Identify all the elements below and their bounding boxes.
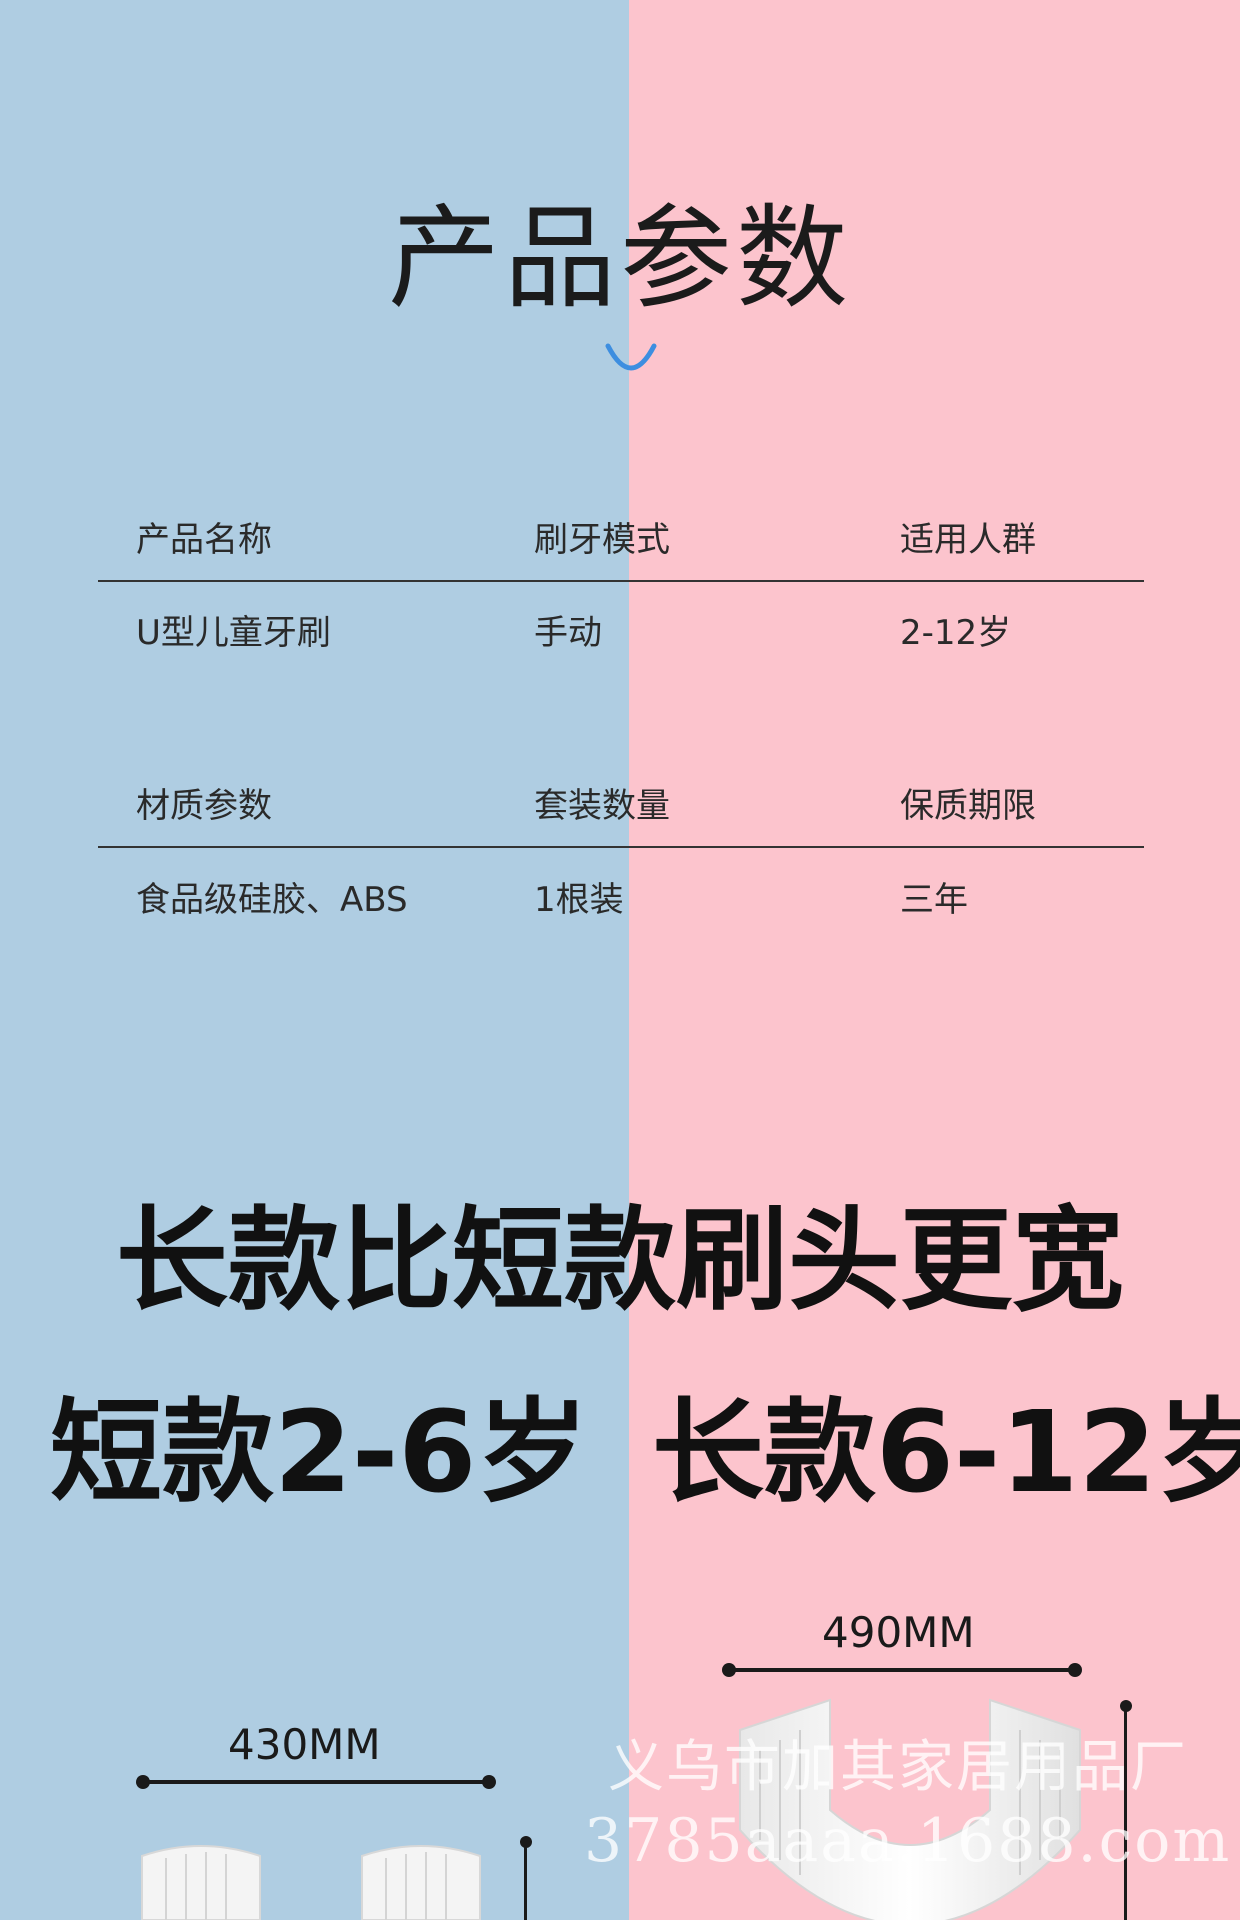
param-row2-headers: 材质参数 套装数量 保质期限 xyxy=(0,778,1240,828)
smile-icon xyxy=(605,343,657,371)
page-title: 产品参数 xyxy=(388,194,852,324)
dimension-endpoint xyxy=(722,1663,736,1677)
param-header: 刷牙模式 xyxy=(534,520,670,560)
table-divider xyxy=(98,580,1144,582)
long-brush-head-image xyxy=(739,1698,1081,1920)
dimension-endpoint xyxy=(136,1775,150,1789)
short-model-age: 短款2-6岁 xyxy=(50,1388,589,1518)
comparison-headline: 长款比短款刷头更宽 xyxy=(116,1196,1124,1326)
watermark-url: 3785aaaa.1688.com xyxy=(584,1806,1232,1876)
background-left-blue xyxy=(0,0,629,1920)
short-dimension-label: 430MM xyxy=(228,1720,381,1769)
long-dimension-label: 490MM xyxy=(822,1608,975,1657)
param-value: 三年 xyxy=(900,880,968,920)
param-header: 保质期限 xyxy=(900,786,1036,826)
param-row1-headers: 产品名称 刷牙模式 适用人群 xyxy=(0,512,1240,562)
watermark-company: 义乌市加其家居用品厂 xyxy=(608,1735,1188,1800)
param-row1-values: U型儿童牙刷 手动 2-12岁 xyxy=(0,605,1240,655)
param-value: 2-12岁 xyxy=(900,613,1012,653)
long-dimension-line xyxy=(728,1668,1074,1672)
table-divider xyxy=(98,846,1144,848)
long-model-age: 长款6-12岁 xyxy=(652,1388,1240,1518)
param-header: 产品名称 xyxy=(136,520,272,560)
short-dimension-line xyxy=(142,1780,488,1784)
dimension-endpoint xyxy=(1068,1663,1082,1677)
short-brush-head-image xyxy=(141,1845,261,1920)
param-header: 套装数量 xyxy=(534,786,670,826)
short-brush-head-image xyxy=(361,1845,481,1920)
height-line xyxy=(524,1842,527,1920)
background-right-pink xyxy=(629,0,1240,1920)
param-value: U型儿童牙刷 xyxy=(136,613,331,653)
dimension-endpoint xyxy=(482,1775,496,1789)
height-line xyxy=(1124,1706,1127,1920)
param-value: 食品级硅胶、ABS xyxy=(136,880,408,920)
param-value: 手动 xyxy=(534,613,602,653)
param-row2-values: 食品级硅胶、ABS 1根装 三年 xyxy=(0,872,1240,922)
param-header: 材质参数 xyxy=(136,786,272,826)
param-header: 适用人群 xyxy=(900,520,1036,560)
param-value: 1根装 xyxy=(534,880,624,920)
